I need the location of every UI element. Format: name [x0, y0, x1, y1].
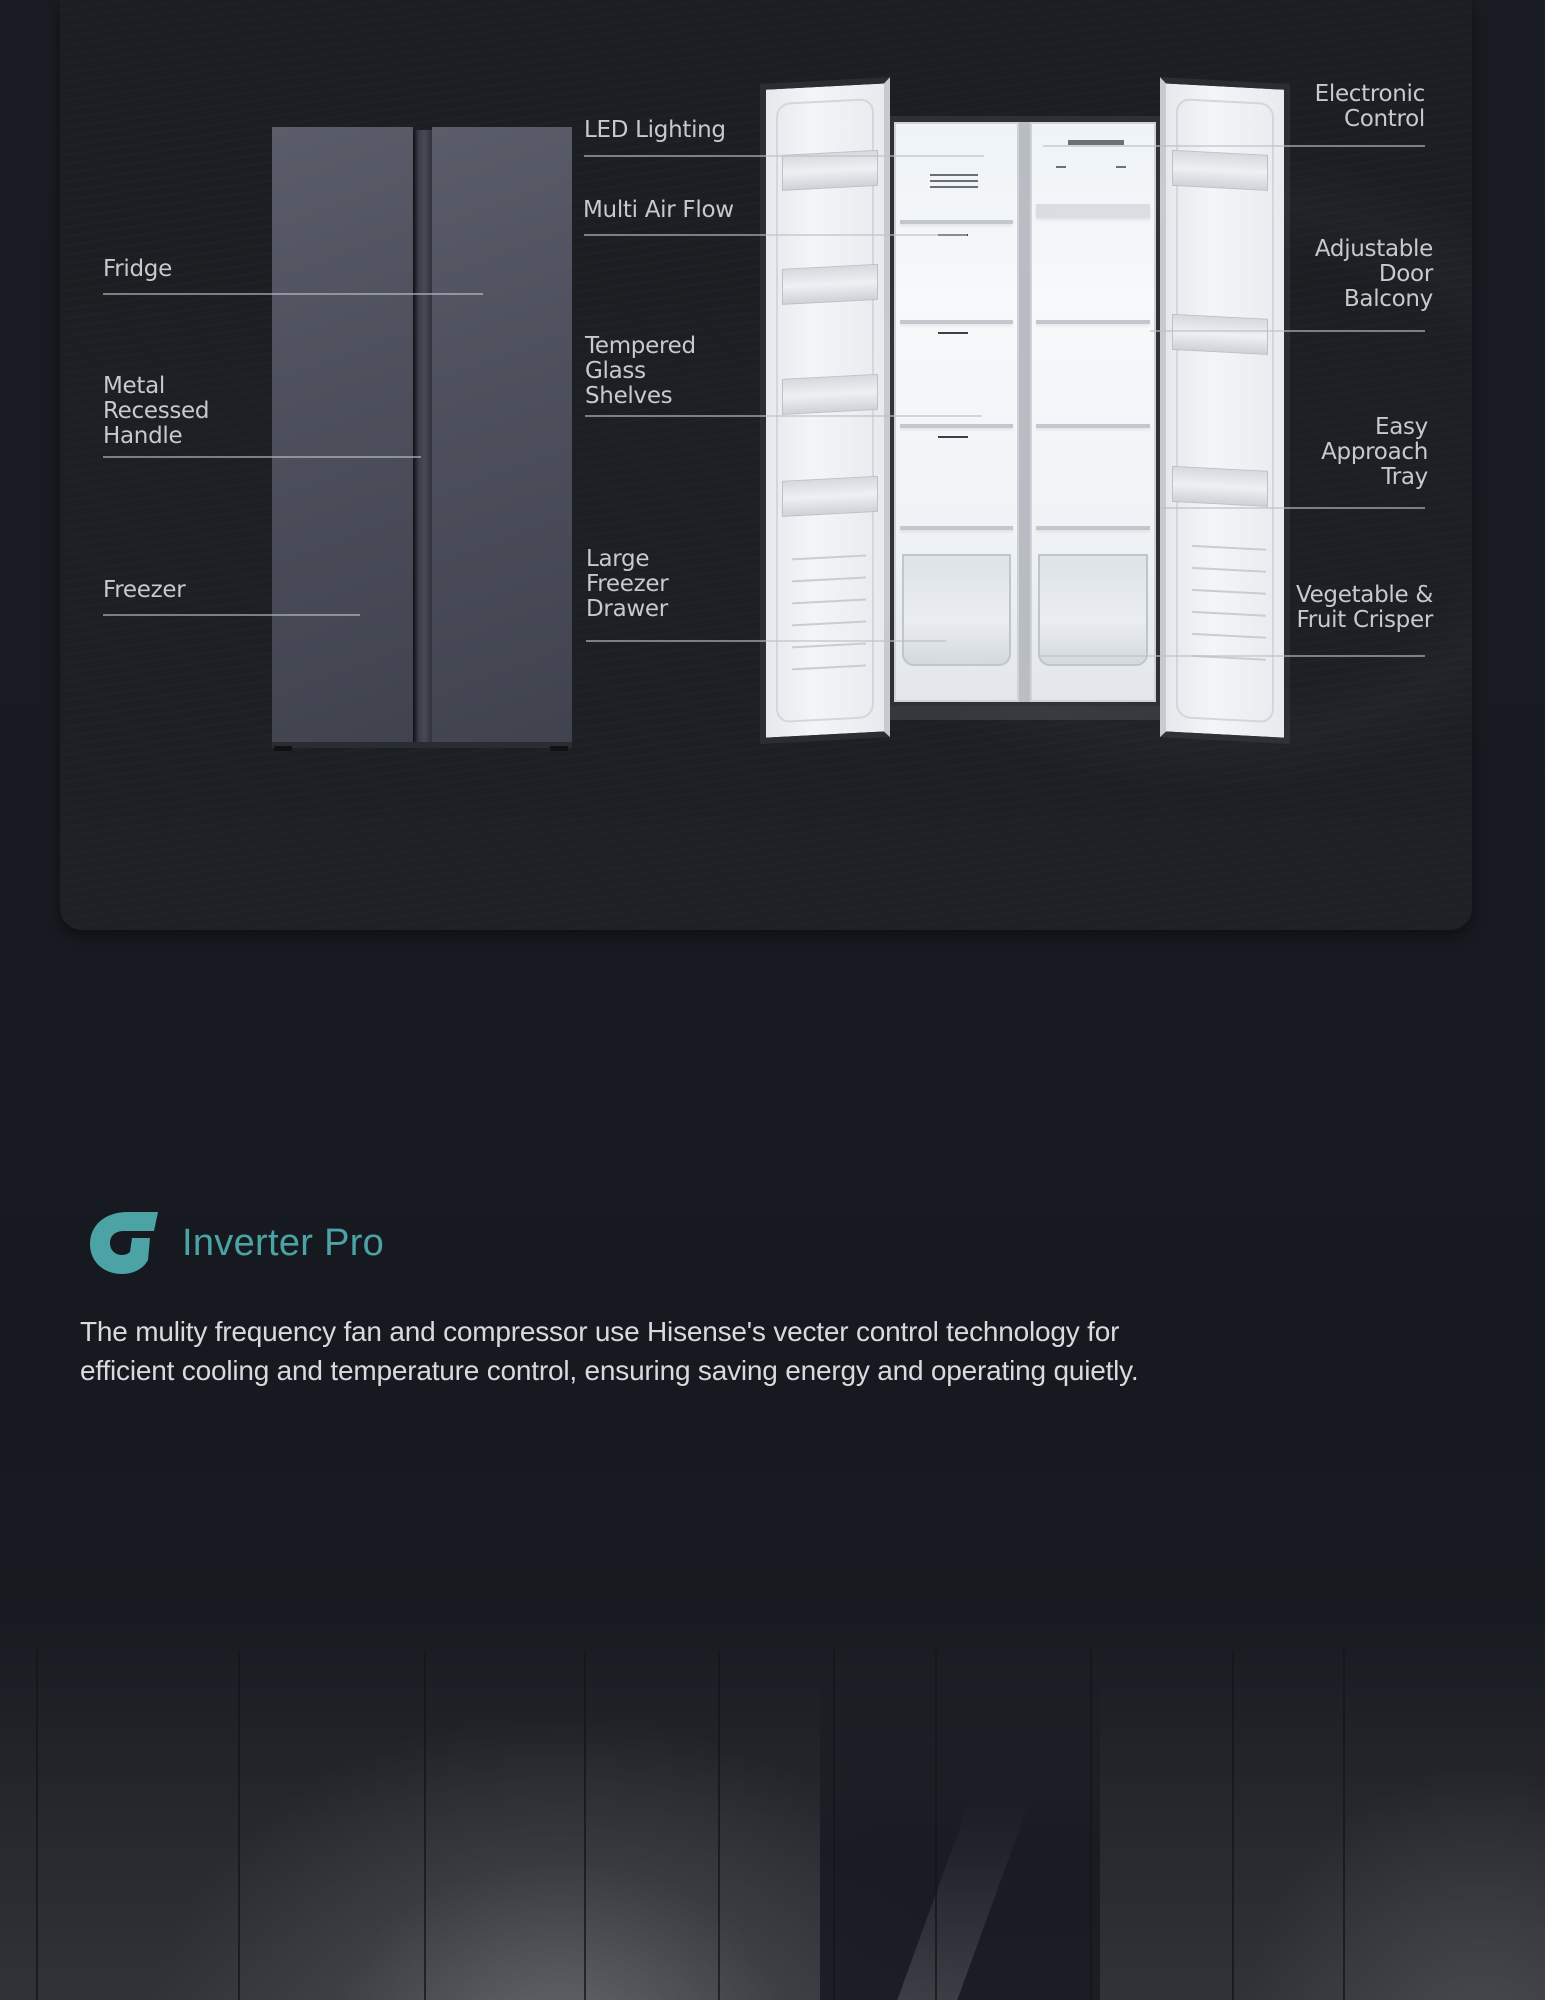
freezer-door-open	[760, 77, 890, 744]
fridge-door	[432, 127, 572, 744]
callout-line-freezer	[103, 614, 360, 616]
glass-shelf	[1036, 204, 1150, 218]
feature-title: Inverter Pro	[182, 1221, 385, 1264]
glass-shelf	[900, 220, 1013, 224]
callout-line-adjustable-door-balcony	[1150, 330, 1425, 332]
callout-line-vegetable-fruit-crisper	[1040, 655, 1425, 657]
feature-heading: Inverter Pro	[88, 1210, 384, 1276]
door-bin	[1172, 465, 1268, 507]
fridge-foot	[274, 746, 292, 751]
decorative-grille-background	[0, 1620, 1545, 2000]
callout-line-multi-air-flow	[584, 234, 967, 236]
freezer-compartment	[894, 122, 1019, 702]
callout-label-fridge: Fridge	[103, 256, 172, 282]
fridge-compartment	[1030, 122, 1156, 702]
glass-shelf	[1036, 320, 1150, 324]
callout-label-led-lighting: LED Lighting	[584, 117, 726, 143]
callout-line-led-lighting	[584, 155, 984, 157]
freezer-door	[272, 127, 413, 744]
callout-line-tempered-glass-shelves	[585, 415, 982, 417]
cabinet-base	[890, 706, 1160, 720]
callout-line-easy-approach-tray	[1160, 507, 1425, 509]
callout-line-large-freezer-drawer	[586, 640, 946, 642]
door-bin	[1172, 313, 1268, 355]
fridge-base	[272, 742, 572, 748]
door-bin	[782, 373, 878, 415]
recessed-handle	[413, 130, 432, 742]
door-bin	[1172, 149, 1268, 191]
compartment-divider	[1019, 122, 1030, 702]
callout-line-fridge	[103, 293, 483, 295]
callout-label-freezer: Freezer	[103, 577, 186, 603]
glass-shelf	[900, 320, 1013, 324]
glass-shelf	[900, 526, 1013, 530]
closed-fridge-image	[272, 127, 572, 751]
fridge-foot	[550, 746, 568, 751]
glass-shelf	[1036, 526, 1150, 530]
callout-line-electronic-control	[1043, 145, 1425, 147]
feature-description: The mulity frequency fan and compressor …	[80, 1316, 1139, 1386]
inverter-swirl-icon	[90, 1212, 158, 1274]
glass-shelf	[900, 424, 1013, 428]
fridge-door-open	[1160, 77, 1290, 744]
callout-line-metal-recessed-handle	[103, 456, 421, 458]
feature-diagram-panel	[60, 0, 1472, 930]
door-bin	[782, 263, 878, 305]
callout-label-vegetable-fruit-crisper: Vegetable &Fruit Crisper	[1295, 582, 1433, 633]
glass-shelf	[1036, 424, 1150, 428]
callout-label-multi-air-flow: Multi Air Flow	[583, 197, 734, 223]
freezer-drawer	[902, 554, 1011, 666]
door-bin	[782, 475, 878, 517]
crisper-drawer	[1038, 554, 1148, 666]
